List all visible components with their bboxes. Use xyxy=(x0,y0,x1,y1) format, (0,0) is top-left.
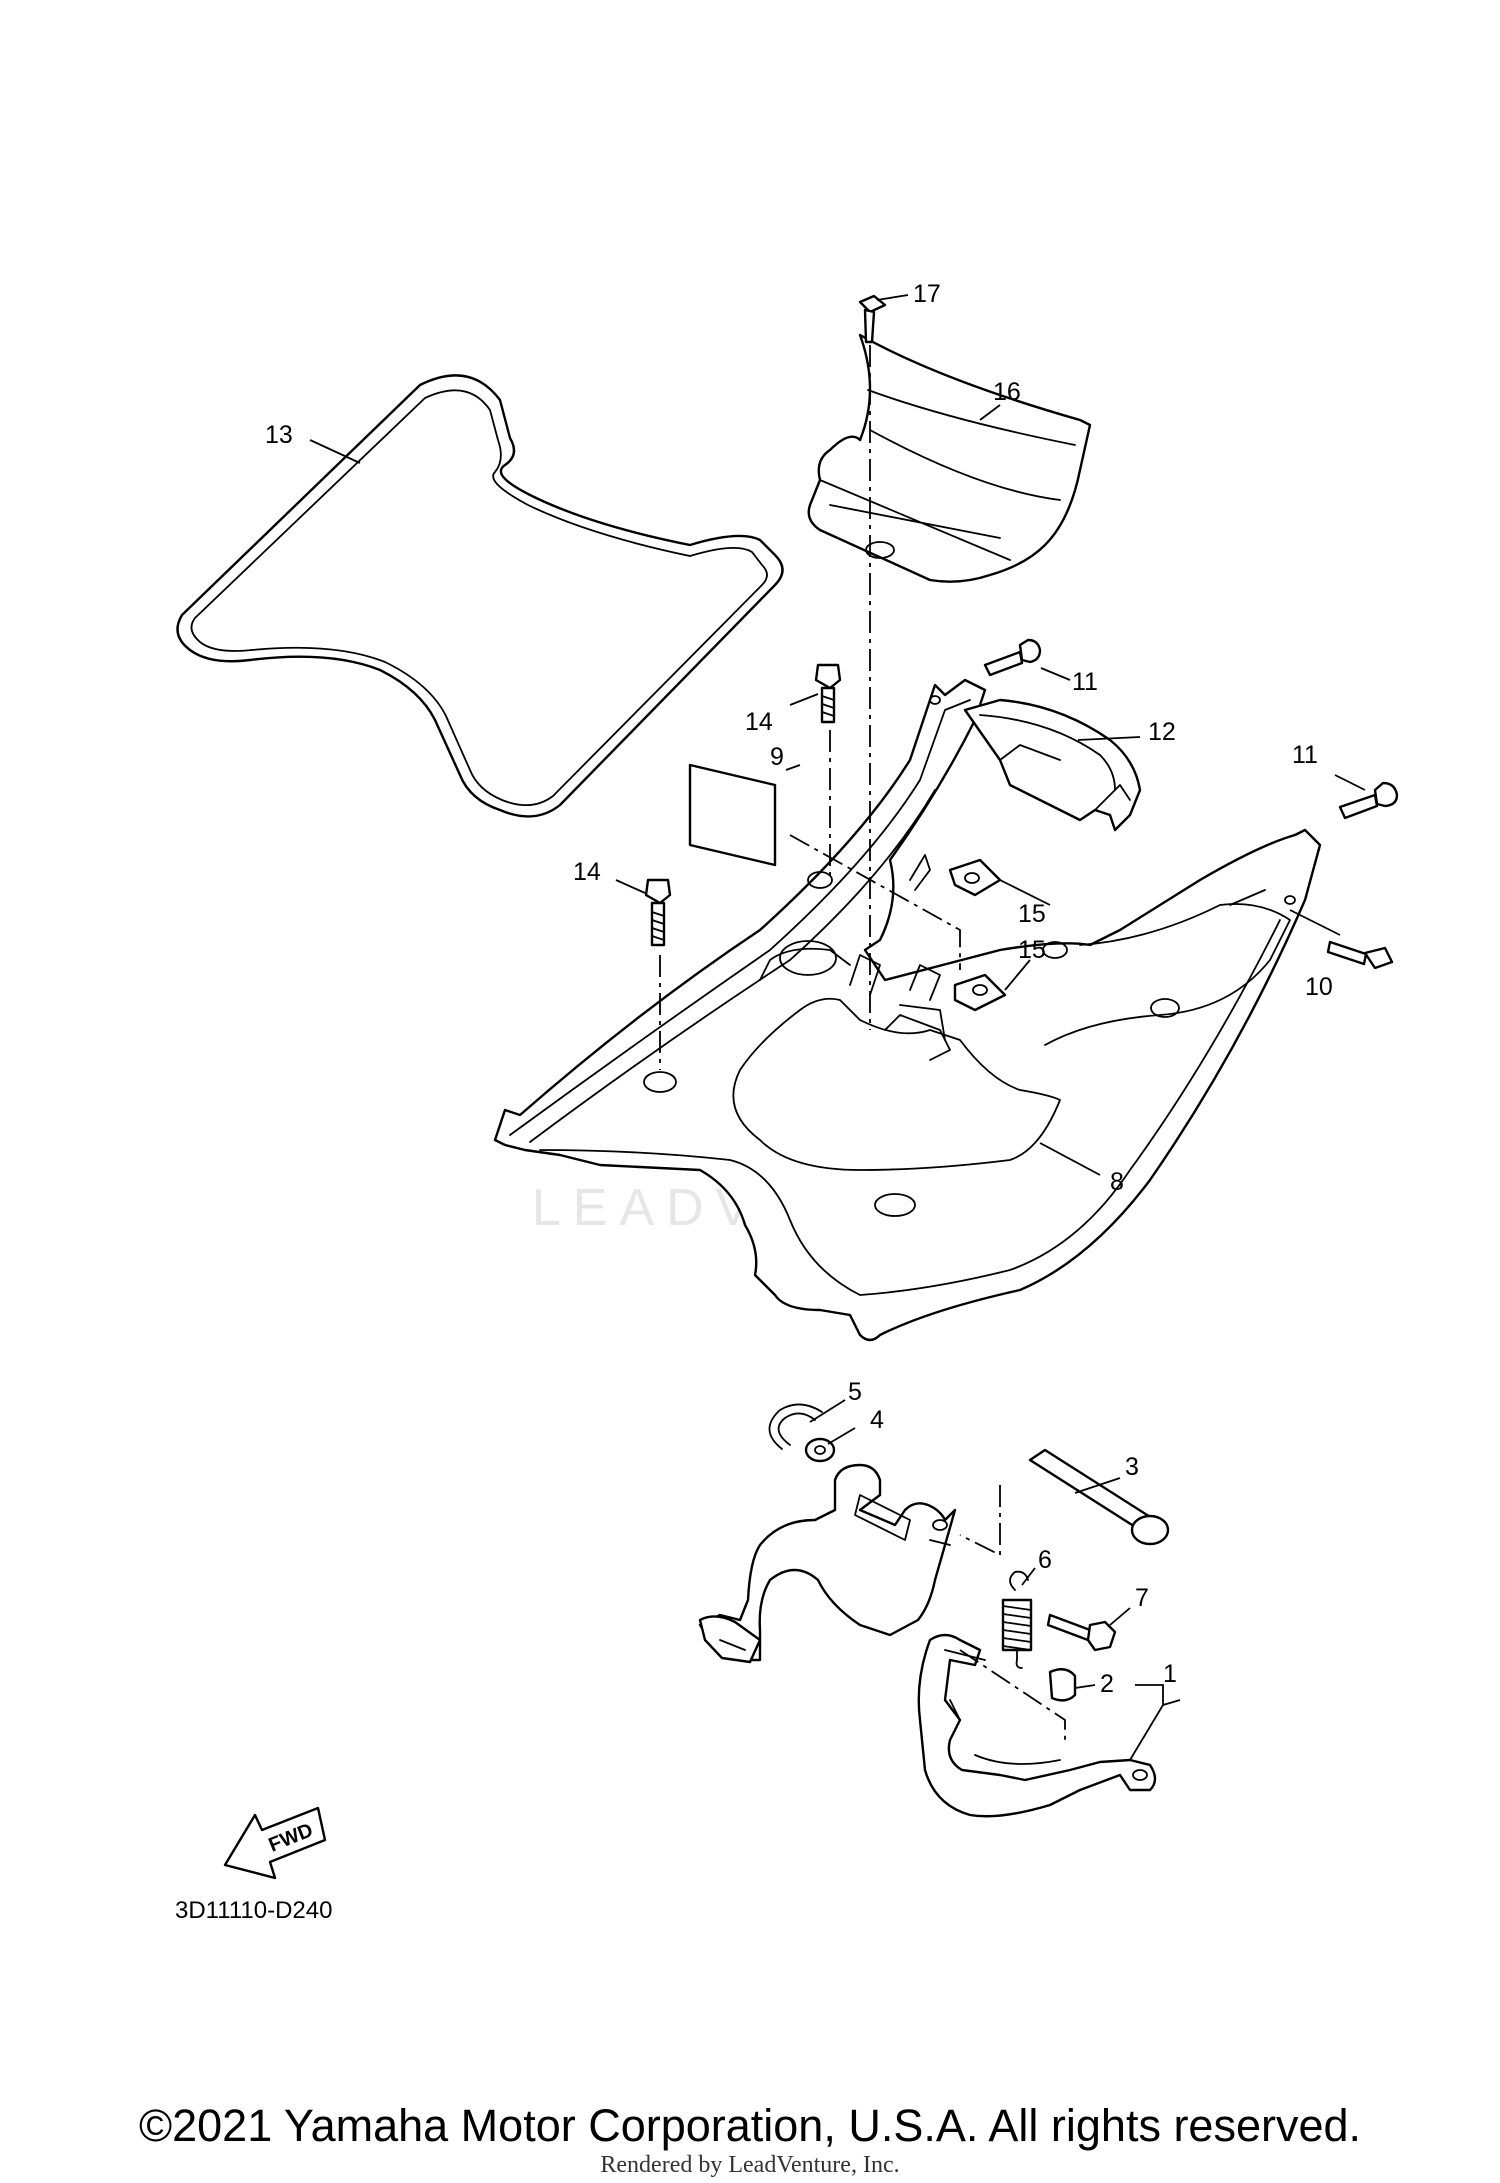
part-6-spring xyxy=(1001,1570,1033,1669)
part-10-screw xyxy=(1326,940,1394,970)
assembly-lines xyxy=(659,345,1066,1745)
part-15-clip-a xyxy=(948,858,1002,897)
part-7-bolt xyxy=(1046,1613,1117,1652)
callout-17: 17 xyxy=(913,280,941,308)
callout-8: 8 xyxy=(1110,1168,1124,1196)
fwd-arrow-icon: FWD xyxy=(223,1806,327,1880)
part-5-circlip xyxy=(768,1403,823,1450)
part-1-center-stand xyxy=(698,1463,1157,1818)
leader-lines xyxy=(309,294,1366,1761)
part-12-side-bracket xyxy=(963,698,1142,832)
callout-2: 2 xyxy=(1100,1670,1114,1698)
part-15-clip-b xyxy=(953,973,1007,1012)
callout-1: 1 xyxy=(1163,1660,1177,1688)
callout-16: 16 xyxy=(993,378,1021,406)
part-14-bolt-upper xyxy=(814,663,842,724)
part-13-floor-mat xyxy=(176,374,784,818)
rendered-by-notice: Rendered by LeadVenture, Inc. xyxy=(600,2152,900,2178)
part-9-pad xyxy=(688,763,777,867)
part-11-rivet-b xyxy=(1338,781,1399,820)
part-4-washer xyxy=(804,1437,836,1463)
callout-15b: 15 xyxy=(1018,936,1046,964)
callout-4: 4 xyxy=(870,1406,884,1434)
callout-15a: 15 xyxy=(1018,900,1046,928)
callout-12: 12 xyxy=(1148,718,1176,746)
callout-6: 6 xyxy=(1038,1546,1052,1574)
diagram-code: 3D11110-D240 xyxy=(175,1897,332,1924)
part-2-cap xyxy=(1048,1668,1077,1702)
part-3-pin xyxy=(1028,1448,1170,1546)
callout-14a: 14 xyxy=(745,708,773,736)
part-11-rivet-a xyxy=(983,638,1042,677)
callout-13: 13 xyxy=(265,421,293,449)
callout-14b: 14 xyxy=(573,858,601,886)
callout-labels: 1 2 3 4 5 6 7 8 9 10 11 11 12 13 14 14 1… xyxy=(265,280,1333,1698)
part-14-bolt-lower xyxy=(644,878,672,947)
callout-10: 10 xyxy=(1305,973,1333,1001)
callout-7: 7 xyxy=(1135,1584,1149,1612)
copyright-notice: ©2021 Yamaha Motor Corporation, U.S.A. A… xyxy=(138,2100,1362,2151)
part-16-upper-cover xyxy=(807,333,1092,583)
callout-5: 5 xyxy=(848,1378,862,1406)
part-8-floor-board xyxy=(493,678,1322,1342)
callout-11b: 11 xyxy=(1292,741,1318,769)
callout-3: 3 xyxy=(1125,1453,1139,1481)
callout-9: 9 xyxy=(770,743,784,771)
part-17-screw xyxy=(858,294,887,344)
callout-11a: 11 xyxy=(1072,668,1098,696)
